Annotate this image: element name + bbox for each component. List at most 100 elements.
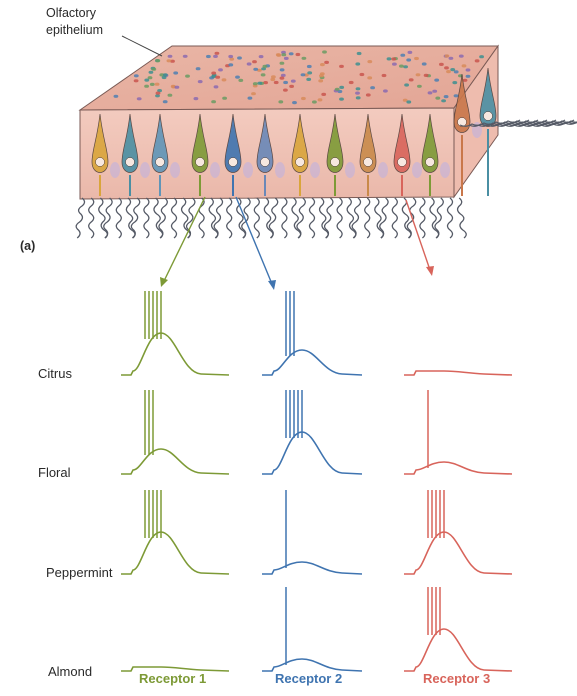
surface-dot xyxy=(238,78,244,82)
surface-dot xyxy=(113,94,119,98)
surface-dot xyxy=(237,56,242,60)
surface-dot xyxy=(144,84,150,88)
surface-dot xyxy=(306,64,312,69)
surface-dot xyxy=(319,74,324,78)
surface-dot xyxy=(213,85,219,89)
receptor-cell-body xyxy=(191,113,209,173)
surface-dot xyxy=(339,64,344,68)
surface-dot xyxy=(147,76,153,80)
axon-fiber xyxy=(198,197,205,239)
panel-label: (a) xyxy=(20,239,36,253)
surface-dot xyxy=(427,91,433,95)
axon-fiber xyxy=(391,197,398,239)
axon-fiber xyxy=(103,197,113,239)
surface-dot xyxy=(261,67,266,71)
receptor-potential-trace xyxy=(262,561,363,575)
surface-dot xyxy=(252,82,258,86)
olfactory-epithelium-label: Olfactory epithelium xyxy=(46,6,103,37)
surface-dot xyxy=(279,76,285,80)
surface-dot xyxy=(334,87,340,91)
axon-fiber xyxy=(323,197,334,239)
surface-dot xyxy=(197,80,203,84)
axon-fiber xyxy=(336,197,343,239)
axon-fiber xyxy=(253,197,260,239)
surface-dot xyxy=(283,80,288,85)
surface-dot xyxy=(441,99,446,103)
surface-dot xyxy=(320,63,325,67)
receptor-cell-body xyxy=(91,113,109,173)
surface-dot xyxy=(280,73,286,77)
receptor-cell-nucleus xyxy=(457,117,467,127)
surface-dot xyxy=(155,59,161,63)
arrow-receptor-1 xyxy=(163,196,206,282)
receptor-cell-nucleus xyxy=(330,157,340,167)
surface-dot xyxy=(301,56,307,60)
callout-leader-line xyxy=(121,35,163,57)
surface-dot xyxy=(321,92,327,96)
surface-dot xyxy=(157,89,163,93)
surface-dot xyxy=(162,73,168,77)
surface-dot xyxy=(222,96,228,100)
odor-label-peppermint: Peppermint xyxy=(46,565,113,580)
surface-dot xyxy=(392,62,397,66)
receptor-potential-trace xyxy=(262,431,363,475)
receptor-cell-body xyxy=(121,113,139,173)
receptor-potential-trace xyxy=(121,531,230,575)
axon-fiber xyxy=(296,197,306,239)
supporting-cell-nucleus xyxy=(378,162,388,178)
surface-dot xyxy=(444,66,449,70)
arrowhead-receptor-2 xyxy=(268,280,276,290)
odor-label-floral: Floral xyxy=(38,465,71,480)
surface-dot xyxy=(408,78,414,82)
surface-dot xyxy=(337,89,343,94)
axon-fiber xyxy=(75,197,86,239)
surface-dot xyxy=(399,64,404,68)
receptor-cell-body xyxy=(421,113,439,173)
surface-dot xyxy=(452,81,458,85)
receptor-cell-body xyxy=(256,113,274,173)
axon-fiber xyxy=(281,197,288,239)
surface-dot xyxy=(148,70,154,74)
axon-fiber xyxy=(213,197,224,239)
surface-dot xyxy=(421,62,427,66)
surface-dot xyxy=(355,62,361,66)
odor-label-citrus: Citrus xyxy=(38,366,72,381)
surface-dot xyxy=(400,53,406,57)
surface-dot xyxy=(283,56,289,61)
receptor-potential-trace xyxy=(121,666,230,672)
axon-fiber xyxy=(88,197,95,239)
receptor-cell-body xyxy=(453,73,471,133)
axon-fiber xyxy=(434,197,444,239)
surface-dot xyxy=(355,87,361,91)
axon-fiber xyxy=(374,197,385,239)
surface-dot xyxy=(167,54,173,58)
surface-dot xyxy=(339,97,344,101)
surface-dot xyxy=(235,75,240,79)
receptor-cell-nucleus xyxy=(95,157,105,167)
supporting-cell-nucleus xyxy=(345,162,355,178)
arrow-receptor-2 xyxy=(235,196,273,285)
surface-dot xyxy=(218,68,223,72)
axon-fiber xyxy=(401,197,412,239)
receptor-cell-nucleus xyxy=(155,157,165,167)
receptor-potential-trace xyxy=(262,349,363,376)
axon-fiber xyxy=(208,197,219,239)
surface-dot xyxy=(432,89,438,93)
axon-fiber xyxy=(379,197,389,239)
surface-dot xyxy=(211,100,217,104)
surface-dot xyxy=(211,71,217,75)
surface-dot xyxy=(391,57,397,61)
surface-dot xyxy=(133,74,139,78)
receptor-potential-trace xyxy=(404,531,513,575)
surface-dot xyxy=(348,80,354,85)
surface-dot xyxy=(289,84,294,88)
surface-dot xyxy=(151,67,157,71)
surface-dot xyxy=(246,62,252,66)
surface-dot xyxy=(247,96,253,100)
surface-dot xyxy=(458,54,464,58)
supporting-cell-nucleus xyxy=(210,162,220,178)
axon-fiber xyxy=(241,197,251,239)
surface-dot xyxy=(444,54,450,58)
receptor-cell-body xyxy=(151,113,169,173)
axon-fiber xyxy=(308,197,316,239)
